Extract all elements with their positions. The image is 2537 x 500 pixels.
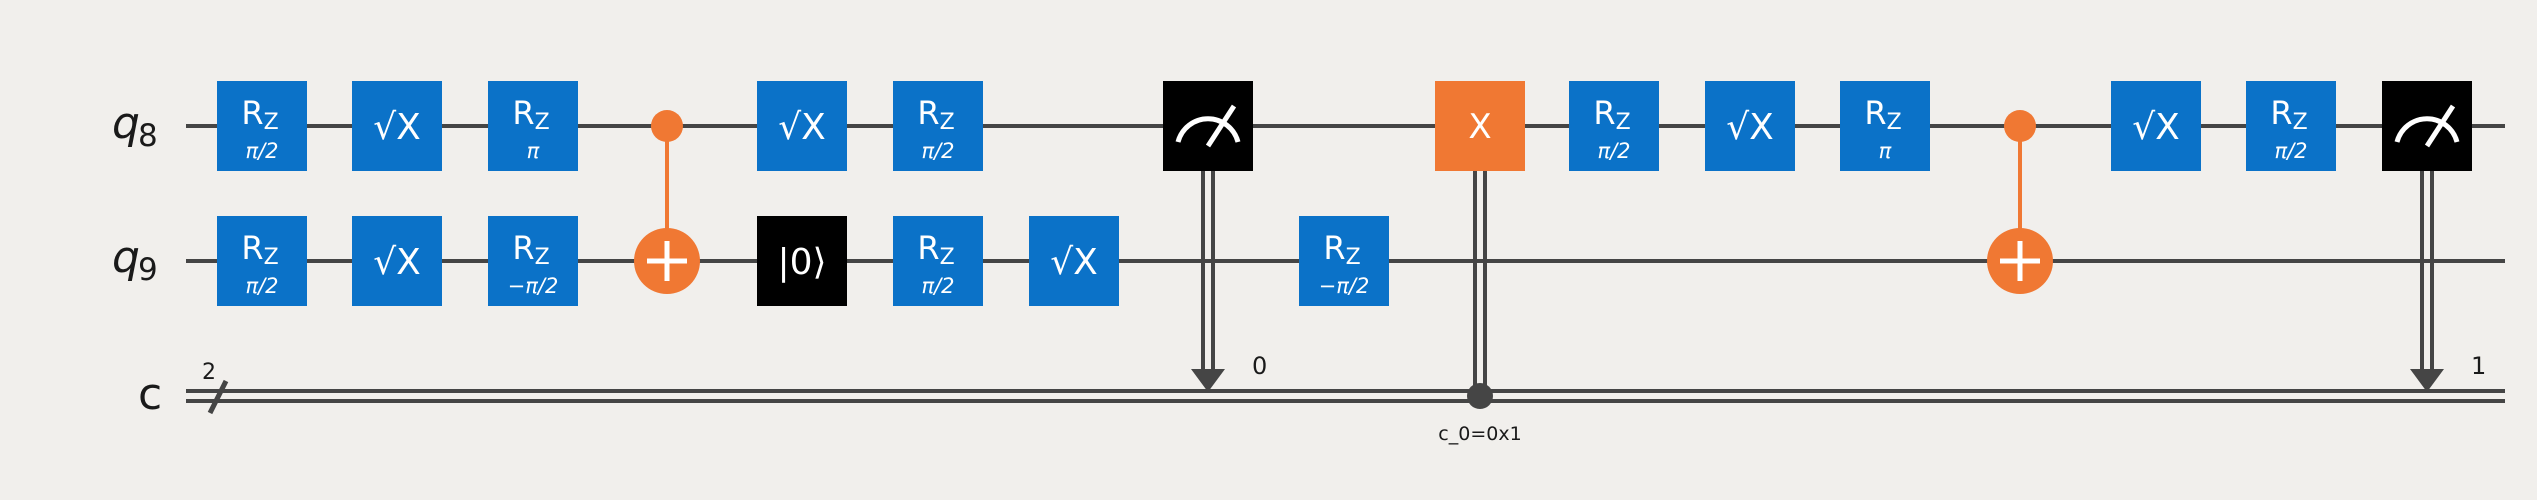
condition-dot — [1467, 383, 1493, 409]
gate-name-subscript: Z — [1887, 110, 1902, 135]
gate-parameter: π/2 — [245, 274, 278, 298]
classical-register-slash — [207, 379, 229, 415]
sx-gate-box[interactable] — [757, 81, 847, 171]
g10-rz-gate: RZπ/2 — [893, 81, 983, 171]
gate-label: √X — [373, 107, 421, 148]
g2-rz-gate: RZ π/2 — [217, 216, 307, 306]
meter-arc-icon — [2394, 116, 2460, 143]
gate-name: RZ — [512, 94, 549, 135]
gate-name: RZ — [1323, 229, 1360, 270]
sx-gate-box[interactable] — [352, 216, 442, 306]
meter-arc-icon — [1175, 116, 1241, 143]
g19-cx-gate — [1987, 110, 2053, 294]
g21-rz-gate: RZ π/2 — [2246, 81, 2336, 171]
g3-sx-gate: √X — [352, 81, 442, 171]
g9-reset-gate: |0⟩ — [757, 216, 847, 306]
cx-control-dot[interactable] — [651, 110, 683, 142]
gate-name: RZ — [241, 229, 278, 270]
sx-gate-box[interactable] — [1029, 216, 1119, 306]
gate-parameter: π/2 — [921, 139, 954, 163]
g20-sx-gate: √X — [2111, 81, 2201, 171]
rz-gate-box[interactable] — [217, 81, 307, 171]
gate-label: √X — [778, 107, 826, 148]
meter-needle-icon — [1205, 104, 1237, 148]
gate-name-subscript: Z — [535, 110, 550, 135]
gate-parameter: −π/2 — [508, 274, 559, 298]
g6-rz-gate: RZ−π/2 — [488, 216, 578, 306]
g14-rz-gate: RZ −π/2 — [1299, 216, 1389, 306]
condition-label: c_0=0x1 — [1438, 423, 1521, 445]
gate-name-subscript: Z — [264, 245, 279, 270]
gate-name-subscript: Z — [1346, 245, 1361, 270]
gate-name-subscript: Z — [535, 245, 550, 270]
rz-gate-box[interactable] — [1569, 81, 1659, 171]
wire-label-q8-symbol: q — [112, 98, 140, 149]
g5-rz-gate: RZ π — [488, 81, 578, 171]
measure-arrow — [2410, 369, 2444, 392]
gate-label: √X — [1726, 107, 1774, 148]
g16-rz-gate: RZπ/2 — [1569, 81, 1659, 171]
g8-sx-gate: √X — [757, 81, 847, 171]
g12-sx-gate: √X — [1029, 216, 1119, 306]
wire-label-q9-subscript: 9 — [138, 252, 158, 288]
g11-rz-gate: RZπ/2 — [893, 216, 983, 306]
g18-rz-gate: RZπ — [1840, 81, 1930, 171]
measure-bit-label: 1 — [2471, 352, 2486, 380]
rz-gate-box[interactable] — [488, 216, 578, 306]
gate-name-subscript: Z — [940, 110, 955, 135]
rz-gate-box[interactable] — [2246, 81, 2336, 171]
g4-sx-gate: √X — [352, 216, 442, 306]
measure-box[interactable] — [1163, 81, 1253, 171]
reset-gate-box[interactable] — [757, 216, 847, 306]
g7-cx-gate — [634, 110, 700, 294]
gate-label: |0⟩ — [777, 242, 826, 283]
classical-wire-c — [186, 389, 2505, 403]
gate-label: √X — [1050, 242, 1098, 283]
gate-label: X — [1468, 107, 1491, 147]
wire-label-q8: q 8 — [112, 98, 158, 154]
gate-label: √X — [373, 242, 421, 283]
wire-label-c: c — [138, 369, 162, 420]
gate-label: √X — [2132, 107, 2180, 148]
rz-gate-box[interactable] — [488, 81, 578, 171]
sx-gate-box[interactable] — [2111, 81, 2201, 171]
gate-parameter: π/2 — [921, 274, 954, 298]
g1-rz-gate: RZπ/2 — [217, 81, 307, 171]
classical-register-width-label: 2 — [202, 360, 216, 385]
cx-control-dot[interactable] — [2004, 110, 2036, 142]
measure-bit-label: 0 — [1252, 352, 1267, 380]
rz-gate-box[interactable] — [217, 216, 307, 306]
meter-needle-icon — [2424, 104, 2456, 148]
g22-measure-gate: 1 — [2382, 81, 2486, 392]
gate-parameter: −π/2 — [1319, 274, 1370, 298]
sx-gate-box[interactable] — [352, 81, 442, 171]
gate-name-subscript: Z — [1616, 110, 1631, 135]
g13-measure-gate: 0 — [1163, 81, 1267, 392]
gate-name-subscript: Z — [940, 245, 955, 270]
wire-label-q9-symbol: q — [112, 232, 140, 283]
g15-cond_x-gate: c_0=0x1 X — [1435, 81, 1525, 445]
rz-gate-box[interactable] — [1840, 81, 1930, 171]
gate-parameter: π/2 — [1597, 139, 1630, 163]
measure-box[interactable] — [2382, 81, 2472, 171]
wire-label-q9: q 9 — [112, 232, 158, 288]
gate-name: RZ — [2270, 94, 2307, 135]
rz-gate-box[interactable] — [1299, 216, 1389, 306]
gate-name-subscript: Z — [264, 110, 279, 135]
gate-parameter: π — [1879, 139, 1892, 163]
cond_x-gate-box[interactable] — [1435, 81, 1525, 171]
gate-name-subscript: Z — [2293, 110, 2308, 135]
gate-parameter: π/2 — [245, 139, 278, 163]
gate-parameter: π — [527, 139, 540, 163]
gates-layer: RZπ/2RZπ/2√X√XRZπRZ−π/2√X|0⟩RZπ/2RZπ/2√X… — [217, 81, 2486, 445]
g17-sx-gate: √X — [1705, 81, 1795, 171]
measure-arrow — [1191, 369, 1225, 392]
rz-gate-box[interactable] — [893, 81, 983, 171]
rz-gate-box[interactable] — [893, 216, 983, 306]
sx-gate-box[interactable] — [1705, 81, 1795, 171]
wire-label-q8-subscript: 8 — [138, 118, 158, 154]
gate-parameter: π/2 — [2274, 139, 2307, 163]
